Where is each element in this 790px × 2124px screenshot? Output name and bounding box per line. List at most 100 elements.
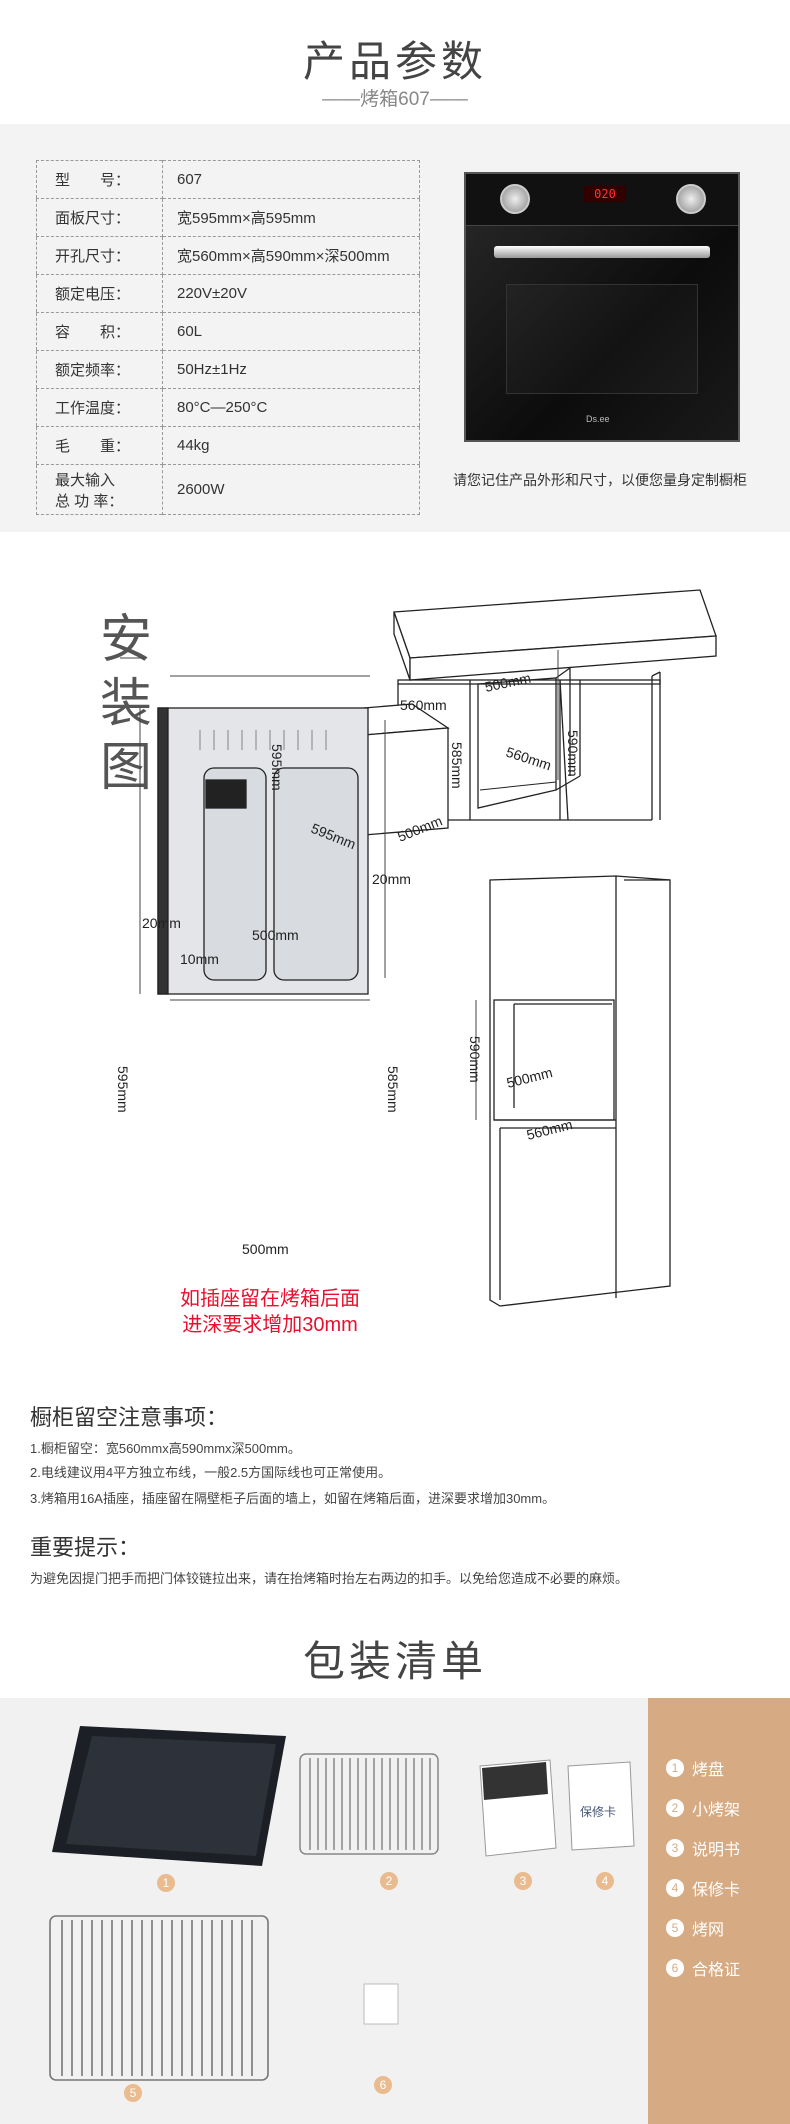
spec-key: 额定频率： (36, 350, 163, 389)
spec-key: 最大输入 总 功 率： (36, 464, 163, 515)
legend-item: 4 保修卡 (666, 1876, 740, 1900)
knob-left-icon (500, 184, 530, 214)
manual-icon (479, 1759, 557, 1857)
spec-value: 80°C—250°C (162, 388, 420, 427)
spec-value: 607 (162, 160, 420, 199)
base-cabinet-drawing (393, 589, 717, 821)
dim-tall-590: 590mm (467, 1036, 483, 1083)
install-title-char: 安 (99, 611, 152, 669)
oven-image: 020 Ds.ee (464, 172, 740, 442)
spec-value: 2600W (177, 481, 225, 498)
dim-oven-20: 20mm (372, 871, 411, 887)
spec-row: 额定电压：220V±20V (36, 274, 420, 313)
spec-value: 60L (162, 312, 420, 351)
item-number-2: 2 (380, 1872, 398, 1890)
dim-side-585: 585mm (385, 1066, 401, 1113)
dim-side-500bot: 500mm (242, 1241, 289, 1257)
spec-row: 最大输入 总 功 率： 2600W (36, 464, 420, 515)
baking-tray-icon (52, 1726, 286, 1866)
red-note-1: 如插座留在烤箱后面 (180, 1288, 360, 1310)
spec-row: 型 号：607 (36, 160, 420, 199)
small-rack-icon (299, 1753, 439, 1855)
legend-label: 保修卡 (692, 1882, 741, 1899)
spec-key: 开孔尺寸： (36, 236, 163, 275)
legend-item: 5 烤网 (666, 1916, 724, 1940)
legend-number: 2 (666, 1799, 684, 1817)
install-title: 安装图 (96, 608, 156, 800)
spec-key: 容 积： (36, 312, 163, 351)
legend-label: 小烤架 (692, 1802, 741, 1819)
oven-caption: 请您记住产品外形和尺寸，以便您量身定制橱柜 (453, 472, 747, 488)
tall-cabinet-drawing (489, 875, 671, 1307)
spec-value: 220V±20V (162, 274, 420, 313)
red-note-2: 进深要求增加30mm (182, 1314, 358, 1336)
spec-row: 毛 重：44kg (36, 426, 420, 465)
dim-side-20: 20mm (142, 915, 181, 931)
spec-value: 44kg (162, 426, 420, 465)
certificate-icon (363, 1983, 399, 2025)
spec-key: 型 号： (36, 160, 163, 199)
oven-side-drawing (157, 707, 369, 995)
legend-item: 2 小烤架 (666, 1796, 740, 1820)
spec-row: 开孔尺寸：宽560mm×高590mm×深500mm (36, 236, 420, 275)
grill-net-icon (49, 1915, 269, 2081)
legend-number: 3 (666, 1839, 684, 1857)
item-number-5: 5 (124, 2084, 142, 2102)
spec-row: 额定频率：50Hz±1Hz (36, 350, 420, 389)
legend-number: 6 (666, 1959, 684, 1977)
spec-value: 宽595mm×高595mm (162, 198, 420, 237)
spec-row: 面板尺寸：宽595mm×高595mm (36, 198, 420, 237)
knob-right-icon (676, 184, 706, 214)
svg-text:保修卡: 保修卡 (580, 1804, 616, 1819)
legend-number: 5 (666, 1919, 684, 1937)
warranty-card-icon: 保修卡 (567, 1761, 635, 1851)
install-diagram: 560mm 500mm 590mm 560mm 595mm 585mm 595m… (115, 589, 717, 1307)
dim-oven-585: 585mm (449, 742, 465, 789)
legend-number: 1 (666, 1759, 684, 1777)
item-number-6: 6 (374, 2076, 392, 2094)
cabinet-notes-title: 橱柜留空注意事项： (30, 1405, 229, 1430)
cabinet-note-1: 1.橱柜留空：宽560mmx高590mmx深500mm。 (30, 1441, 301, 1456)
spec-value: 宽560mm×高590mm×深500mm (162, 236, 420, 275)
dim-560-bot: 560mm (504, 744, 553, 774)
oven-display: 020 (584, 186, 626, 202)
page-title: 产品参数 (302, 38, 487, 85)
page-subtitle: ——烤箱607—— (322, 89, 468, 110)
oven-window (506, 284, 698, 394)
spec-key: 工作温度： (36, 388, 163, 427)
legend-number: 4 (666, 1879, 684, 1897)
spec-row: 工作温度：80°C—250°C (36, 388, 420, 427)
item-number-4: 4 (596, 1872, 614, 1890)
legend-item: 1 烤盘 (666, 1756, 724, 1780)
legend-label: 烤网 (692, 1922, 725, 1939)
control-panel: 020 (466, 174, 738, 226)
legend-label: 合格证 (692, 1962, 741, 1979)
item-number-1: 1 (157, 1874, 175, 1892)
dim-590-top: 590mm (565, 730, 581, 777)
dim-side-500top: 500mm (252, 927, 299, 943)
spec-key: 毛 重： (36, 426, 163, 465)
item-number-3: 3 (514, 1872, 532, 1890)
legend-label: 烤盘 (692, 1762, 725, 1779)
spec-key: 额定电压： (36, 274, 163, 313)
spec-row: 容 积：60L (36, 312, 420, 351)
important-title: 重要提示： (30, 1535, 141, 1560)
legend-item: 3 说明书 (666, 1836, 740, 1860)
packing-title: 包装清单 (302, 1638, 487, 1685)
legend-item: 6 合格证 (666, 1956, 740, 1980)
cabinet-note-3: 3.烤箱用16A插座，插座留在隔壁柜子后面的墙上，如留在烤箱后面，进深要求增加3… (30, 1491, 556, 1506)
install-title-char: 图 (99, 739, 152, 797)
oven-brand: Ds.ee (586, 414, 610, 424)
important-text: 为避免因提门把手而把门体铰链拉出来，请在抬烤箱时抬左右两边的扣手。以免给您造成不… (30, 1571, 629, 1586)
dim-side-595: 595mm (115, 1066, 131, 1113)
dim-560-top: 560mm (400, 697, 447, 713)
install-title-char: 装 (99, 675, 152, 733)
cabinet-note-2: 2.电线建议用4平方独立布线，一般2.5方国际线也可正常使用。 (30, 1465, 392, 1480)
spec-key: 面板尺寸： (36, 198, 163, 237)
packing-items: 保修卡 (49, 1726, 635, 2081)
dim-side-10: 10mm (180, 951, 219, 967)
legend-label: 说明书 (692, 1842, 741, 1859)
spec-value: 50Hz±1Hz (162, 350, 420, 389)
